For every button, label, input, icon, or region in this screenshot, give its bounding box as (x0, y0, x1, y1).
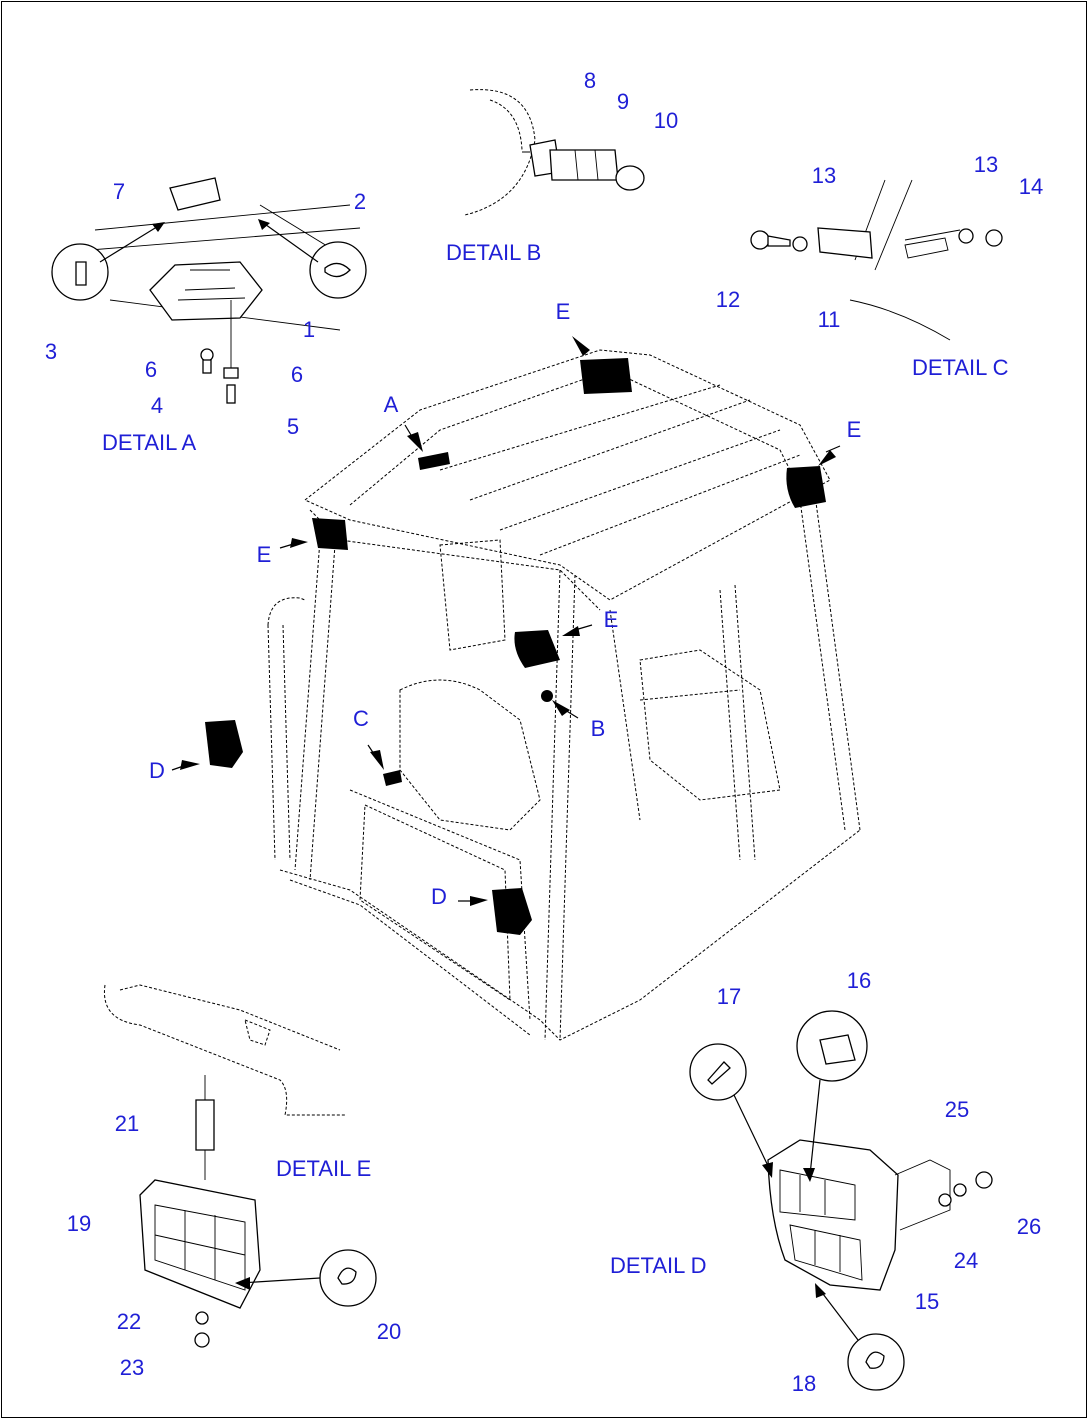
item-11-bracket (817, 227, 873, 259)
callout-15: 15 (914, 1289, 940, 1314)
pointer-d-left: D (149, 758, 165, 783)
callout-14: 14 (1018, 174, 1044, 199)
work-lamp-e-center (514, 630, 560, 668)
detail-b-drawing (464, 89, 645, 216)
callout-7: 7 (112, 179, 126, 204)
pointer-a: A (383, 392, 399, 417)
callout-21: 21 (114, 1111, 140, 1136)
socket-c (383, 770, 402, 786)
item-7-bracket (169, 177, 221, 211)
callout-22: 22 (116, 1309, 142, 1334)
callout-16: 16 (846, 968, 872, 993)
room-lamp-a (418, 452, 450, 470)
item-14-nut (985, 229, 1003, 247)
detail-a-title: DETAIL A (102, 430, 197, 455)
item-5-screw (226, 384, 236, 404)
item-4-screw (202, 359, 212, 374)
callout-26: 26 (1016, 1214, 1042, 1239)
item-22-washer (195, 1311, 209, 1325)
callout-18: 18 (791, 1371, 817, 1396)
pointer-c: C (353, 706, 369, 731)
callout-24: 24 (953, 1248, 979, 1273)
callout-3: 3 (44, 339, 58, 364)
callout-8: 8 (583, 68, 597, 93)
item-12-socket (750, 230, 770, 250)
callout-5: 5 (286, 414, 300, 439)
pointer-e-right: E (846, 417, 862, 442)
detail-d-title: DETAIL D (610, 1253, 707, 1278)
callout-9: 9 (616, 89, 630, 114)
item-1-room-lamp (149, 261, 263, 321)
callout-19: 19 (66, 1211, 92, 1236)
item-24-washer (938, 1193, 952, 1207)
detail-c-drawing (750, 179, 1003, 341)
callout-23: 23 (119, 1355, 145, 1380)
callout-4: 4 (150, 393, 164, 418)
callout-6-left: 6 (144, 357, 158, 382)
callout-17: 17 (716, 984, 742, 1009)
item-25-washer (953, 1183, 967, 1197)
item-15-rear-lamp (767, 1139, 899, 1291)
work-lamp-e-left (312, 518, 348, 550)
rear-lamp-d-left (205, 720, 243, 768)
item-13-washer-right (958, 228, 974, 244)
item-26-nut (975, 1171, 993, 1189)
callout-13-right: 13 (973, 152, 999, 177)
item-23-nut (194, 1332, 210, 1348)
item-19-work-lamp (139, 1179, 261, 1309)
callout-13-left: 13 (811, 163, 837, 188)
callout-2: 2 (353, 189, 367, 214)
item-9-cigar-lighter (549, 149, 619, 181)
callout-1: 1 (302, 317, 316, 342)
callout-20: 20 (376, 1319, 402, 1344)
detail-e-drawing (103, 984, 377, 1348)
detail-a-drawing (51, 177, 367, 404)
work-lamp-e-right (786, 466, 826, 508)
work-lamp-e-top (580, 358, 632, 394)
cigar-lighter-b (541, 690, 553, 702)
pointer-e-left: E (256, 542, 272, 567)
callout-11: 11 (817, 307, 841, 332)
callout-6-right: 6 (290, 362, 304, 387)
pointer-e-center: E (603, 607, 619, 632)
item-6-washer (223, 367, 239, 379)
detail-c-title: DETAIL C (912, 355, 1009, 380)
detail-d-drawing (689, 1010, 993, 1391)
callout-10: 10 (653, 108, 679, 133)
item-10-knob (615, 165, 645, 191)
callout-12: 12 (715, 287, 741, 312)
detail-b-title: DETAIL B (446, 240, 542, 265)
rear-lamp-d-front (492, 888, 532, 935)
item-21-bolt (195, 1099, 215, 1151)
detail-e-title: DETAIL E (276, 1156, 372, 1181)
pointer-d-front: D (431, 884, 447, 909)
callout-25: 25 (944, 1097, 970, 1122)
pointer-b: B (590, 716, 606, 741)
item-13-washer-left (792, 236, 808, 252)
pointer-e-top: E (555, 299, 571, 324)
cab-frame-drawing (171, 336, 861, 1041)
